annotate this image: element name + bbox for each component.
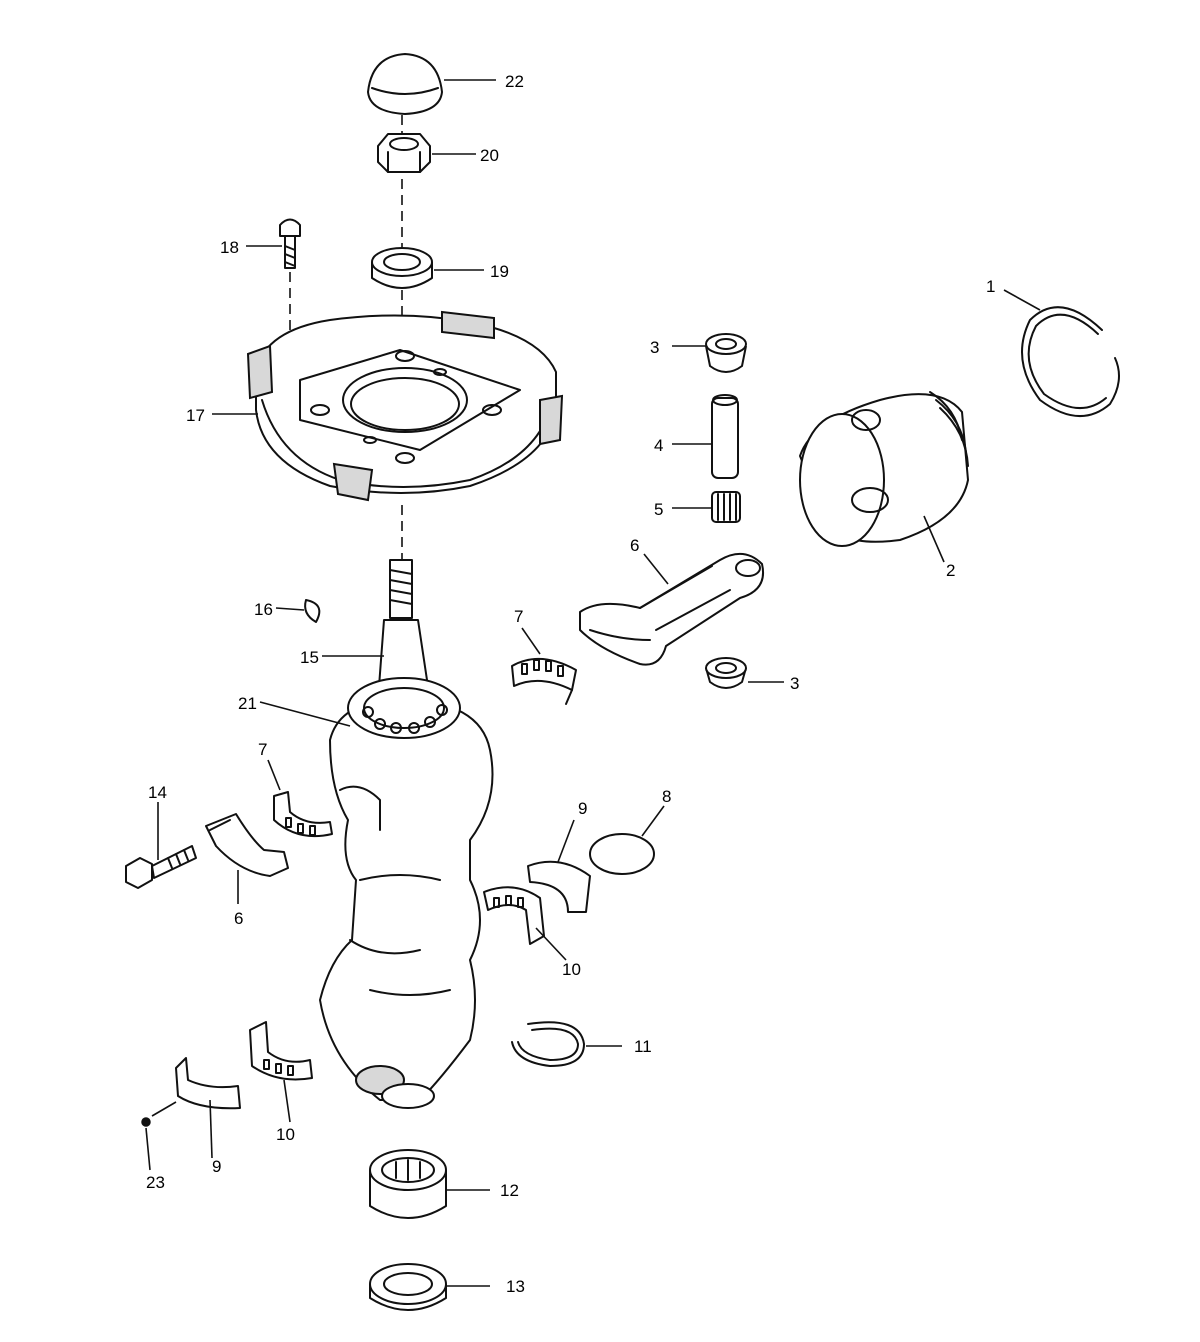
- callout-13: 13: [506, 1277, 525, 1296]
- callout-8: 8: [662, 787, 671, 806]
- callout-11: 11: [634, 1037, 652, 1056]
- part-6-rod-cap: [205, 813, 289, 877]
- part-19-washer: [371, 247, 433, 289]
- callout-3-top: 3: [650, 338, 659, 357]
- part-8-snap-ring: [589, 833, 655, 875]
- part-18-bolt: [279, 218, 301, 269]
- part-22-cap: [367, 53, 443, 115]
- callout-14: 14: [148, 783, 167, 802]
- part-10-bearing-cage-left: [249, 1021, 313, 1081]
- callout-21: 21: [238, 694, 257, 713]
- callout-9-right: 9: [578, 799, 587, 818]
- callout-6-cap: 6: [234, 909, 243, 928]
- callout-19: 19: [490, 262, 509, 281]
- part-5-needle-bearing: [711, 491, 741, 523]
- part-1-piston-ring: [1021, 306, 1120, 417]
- callout-labels: 22 20 19 18 17 1 2 3 4 5 6 3 7 16 15 21 …: [146, 72, 995, 1296]
- part-15-crankshaft: [319, 559, 494, 1109]
- callout-1: 1: [986, 277, 995, 296]
- part-14-bolt: [125, 845, 197, 889]
- callout-9-left: 9: [212, 1157, 221, 1176]
- callout-7-upper: 7: [514, 607, 523, 626]
- part-20-hex-nut: [377, 133, 431, 173]
- callout-7-lower: 7: [258, 740, 267, 759]
- leader-lines: [145, 79, 1041, 1287]
- callout-22: 22: [505, 72, 524, 91]
- callout-15: 15: [300, 648, 319, 667]
- callout-10-left: 10: [276, 1125, 295, 1144]
- part-11-retaining-ring: [511, 1021, 585, 1067]
- callout-17: 17: [186, 406, 205, 425]
- callout-20: 20: [480, 146, 499, 165]
- part-2-piston: [799, 391, 969, 547]
- callout-6-rod: 6: [630, 536, 639, 555]
- part-13-seal: [369, 1263, 447, 1311]
- part-7-bearing-cage-upper: [511, 657, 577, 705]
- part-3-bushing-bottom: [705, 657, 747, 689]
- part-12-roller-bearing: [369, 1149, 447, 1219]
- callout-23: 23: [146, 1173, 165, 1192]
- callout-18: 18: [220, 238, 239, 257]
- part-4-wrist-pin: [711, 394, 739, 479]
- callout-12: 12: [500, 1181, 519, 1200]
- part-3-bushing-top: [705, 333, 747, 373]
- part-23-ball: [141, 1117, 151, 1127]
- callout-5: 5: [654, 500, 663, 519]
- callout-16: 16: [254, 600, 273, 619]
- part-9-race-right: [527, 860, 591, 913]
- part-7-bearing-cage-lower: [273, 791, 333, 838]
- part-16-key: [304, 599, 321, 623]
- callout-10-right: 10: [562, 960, 581, 979]
- part-6-connecting-rod: [579, 553, 764, 666]
- part-17-stator-plate: [246, 310, 564, 502]
- part-21-main-bearing: [347, 677, 461, 739]
- callout-4: 4: [654, 436, 663, 455]
- part-10-bearing-cage-right: [483, 886, 545, 945]
- callout-2: 2: [946, 561, 955, 580]
- part-9-race-left: [175, 1057, 241, 1110]
- callout-3-bottom: 3: [790, 674, 799, 693]
